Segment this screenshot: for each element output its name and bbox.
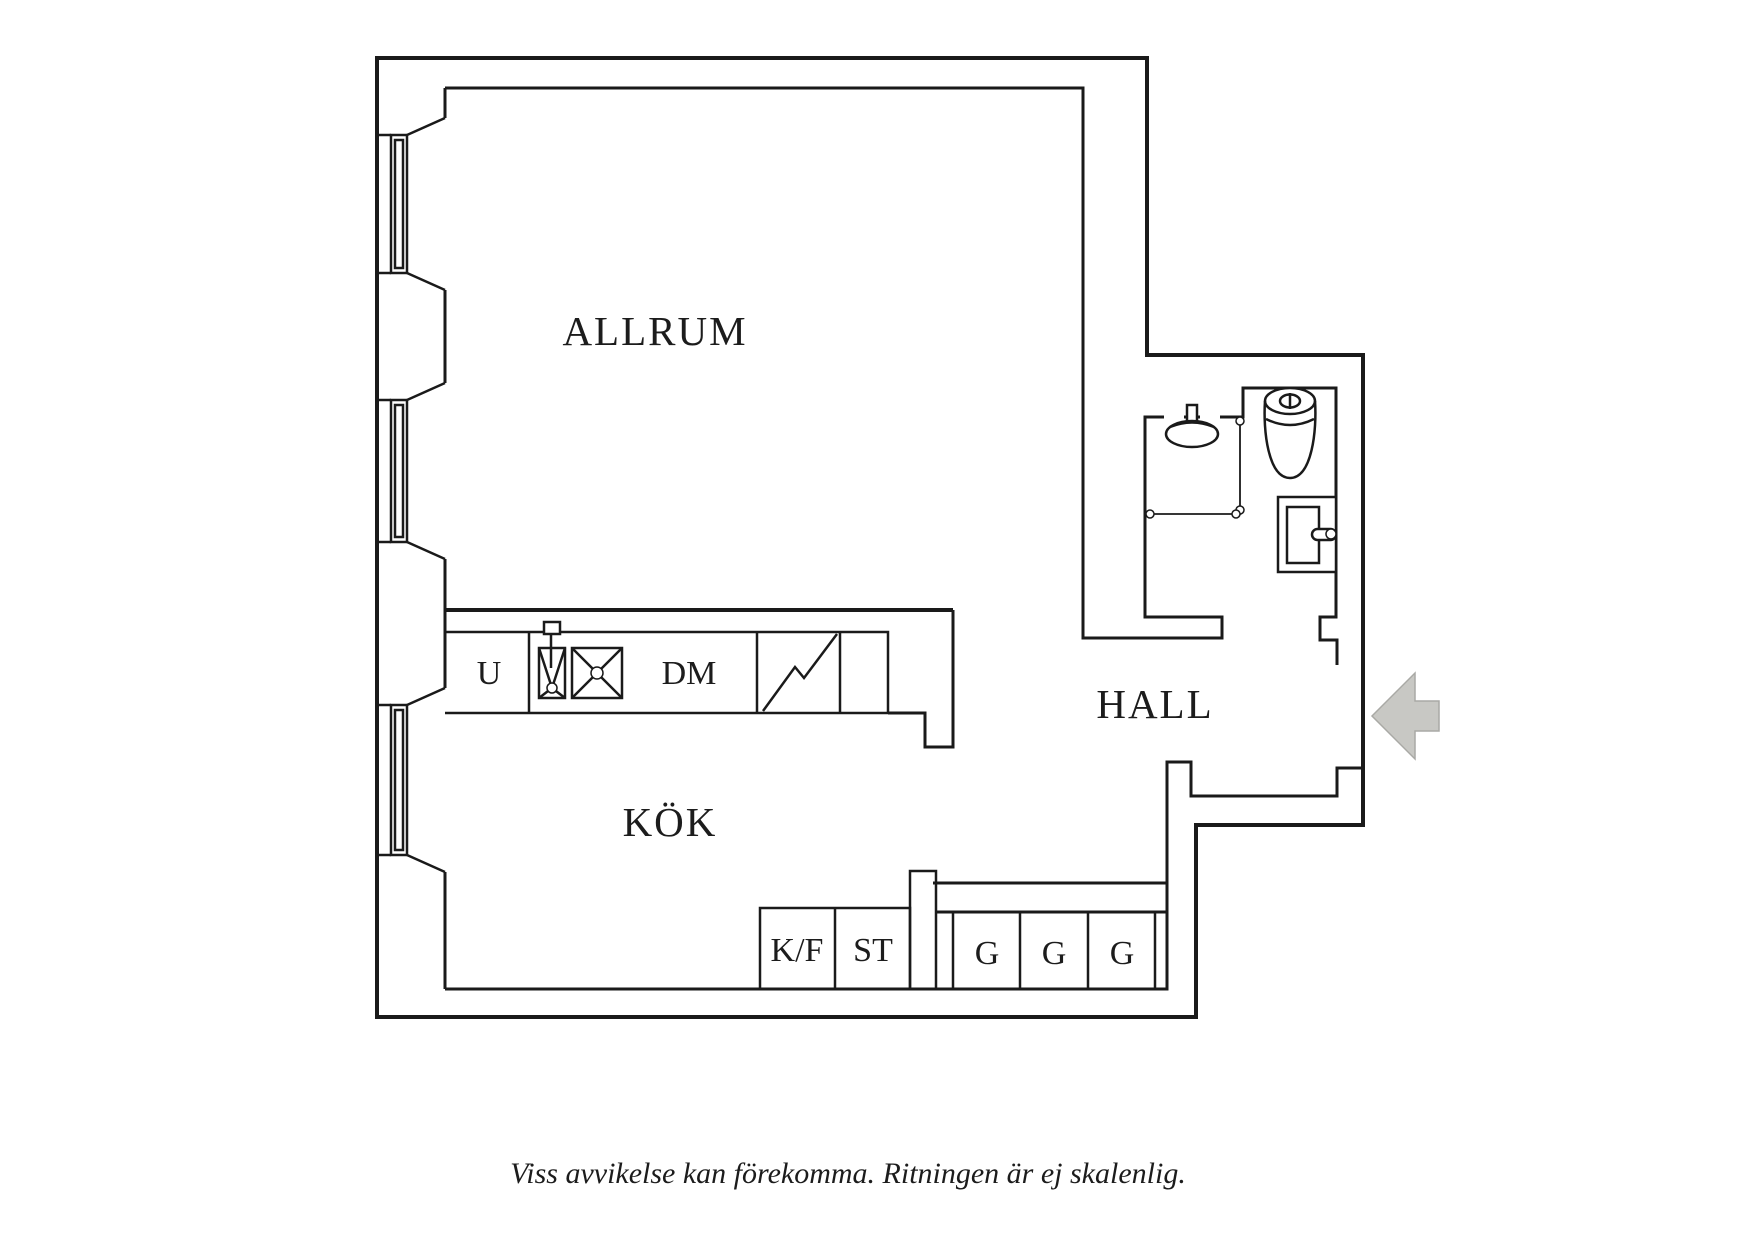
duct-column <box>908 869 938 989</box>
room-label-kok: KÖK <box>623 799 718 845</box>
appliance-label-st: ST <box>853 932 893 969</box>
disclaimer-caption: Viss avvikelse kan förekomma. Ritningen … <box>510 1157 1186 1190</box>
counter-outline <box>445 630 890 715</box>
kitchen-lower-units <box>758 869 1157 989</box>
exterior-wall-outline <box>375 56 1365 1019</box>
window-icon <box>377 381 446 561</box>
shower-icon <box>1145 403 1245 519</box>
washbasin-icon <box>1276 495 1338 574</box>
kitchen-sink-small-icon <box>537 620 567 700</box>
kitchen-counter <box>445 620 890 715</box>
interior-wall-kitchen-hall <box>445 760 1363 991</box>
bathroom <box>1145 386 1338 574</box>
room-label-hall: HALL <box>1096 681 1213 727</box>
cabinet-label-g: G <box>975 935 1000 972</box>
counter-label-u: U <box>477 655 502 692</box>
entry-arrow-icon <box>1370 671 1440 761</box>
cabinet-label-g: G <box>1042 935 1067 972</box>
labels: ALLRUM KÖK HALL U DM K/F ST G G G <box>477 308 1213 972</box>
window-icon <box>377 686 446 874</box>
kitchen-sink-large-icon <box>570 646 624 700</box>
walls <box>375 56 1365 1019</box>
room-label-allrum: ALLRUM <box>562 308 747 354</box>
toilet-icon <box>1263 386 1317 480</box>
appliance-label-kf: K/F <box>771 932 824 969</box>
wall-hall-kitchen-band <box>933 881 1167 914</box>
windows <box>377 116 446 874</box>
g-cabinet-boxes <box>951 912 1157 989</box>
counter-label-dm: DM <box>662 655 717 692</box>
cabinet-label-g: G <box>1110 935 1135 972</box>
interior-wall-allrum-bathroom <box>445 86 1339 665</box>
kitchen-door-jamb <box>888 610 955 749</box>
stove-zigzag-icon <box>761 633 838 712</box>
window-icon <box>377 116 446 292</box>
